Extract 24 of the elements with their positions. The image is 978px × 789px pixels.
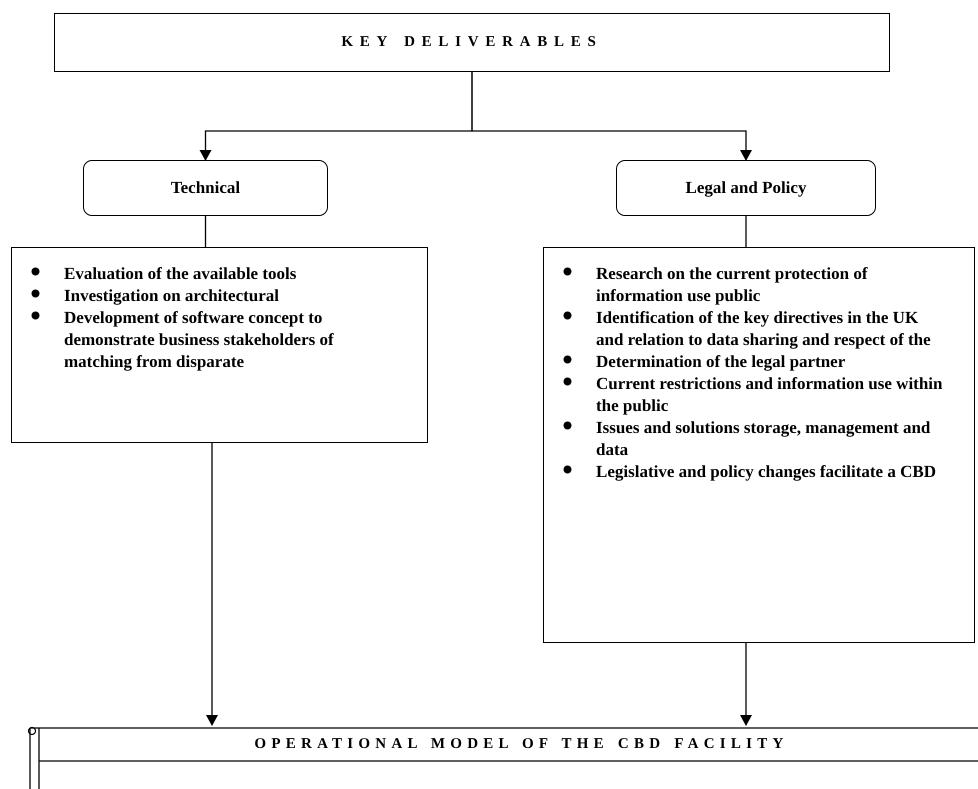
category-label: Technical <box>170 177 240 200</box>
arrow <box>740 643 752 726</box>
connector-line <box>204 216 206 247</box>
bullet-list-box <box>543 247 975 643</box>
category-box <box>616 160 876 216</box>
category-box <box>83 160 328 216</box>
list-item-text: Legislative and policy changes facilitate a CBD <box>596 461 936 483</box>
list-item-text: Investigation on architectural <box>64 285 280 307</box>
list-item-text: Evaluation of the available tools <box>64 263 296 285</box>
scroll-banner <box>25 725 978 789</box>
title-box <box>54 13 890 72</box>
connector-line <box>745 216 747 247</box>
heading-text: KEY DELIVERABLES <box>341 33 603 52</box>
list-item-text: Current restrictions and information use within the public <box>596 373 944 417</box>
arrow <box>206 443 218 726</box>
list-item-text: Research on the current protection of information use public <box>596 263 869 307</box>
list-item-text: Issues and solutions storage, management and data <box>596 417 932 461</box>
list-item-text: Determination of the legal partner <box>596 351 846 373</box>
list-item-text: Identification of the key directives in the UK and relation to data sharing and respect of the <box>596 307 932 351</box>
banner-heading: OPERATIONAL MODEL OF THE CBD FACILITY <box>254 735 789 754</box>
list-item-text: Development of software concept to demonstrate business stakeholders of matching from disparate <box>64 307 335 373</box>
category-label: Legal and Policy <box>686 177 806 200</box>
arrow <box>471 72 752 161</box>
bullet-list-box <box>11 247 428 443</box>
